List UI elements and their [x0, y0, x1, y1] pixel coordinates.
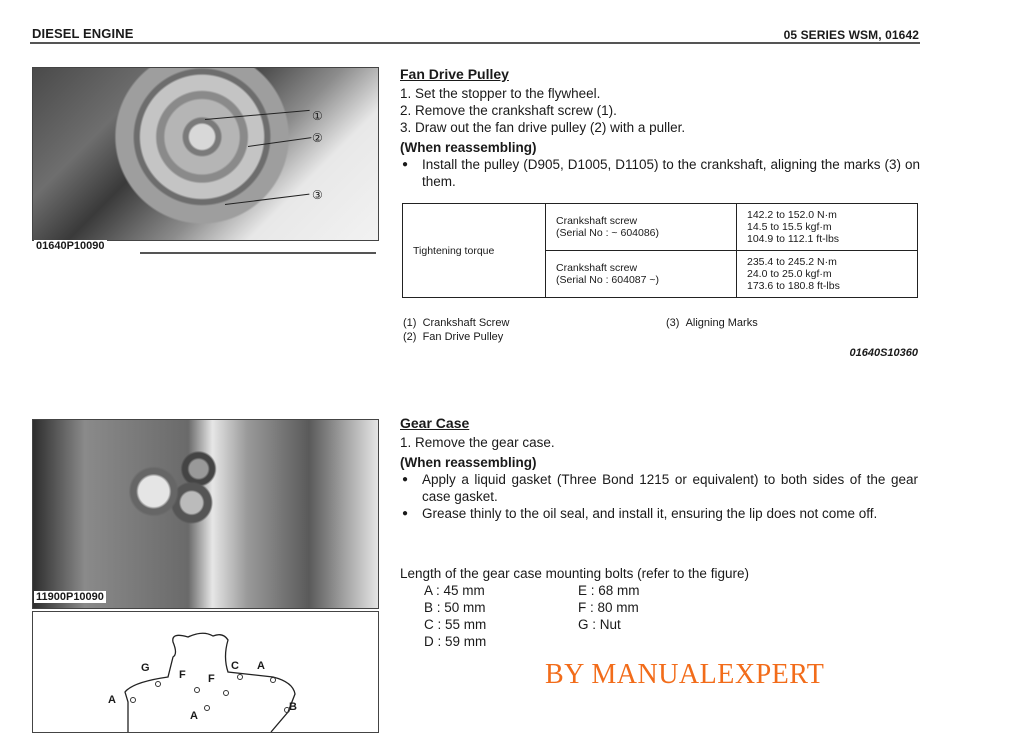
page-header-section-title: DIESEL ENGINE — [32, 26, 134, 41]
value-nm: 142.2 to 152.0 N·m — [747, 209, 837, 221]
legend-text: Aligning Marks — [685, 317, 758, 329]
gear-case-instructions: 1. Remove the gear case. (When reassembl… — [400, 434, 918, 522]
diagram-label-a: A — [257, 660, 265, 672]
legend-text: Fan Drive Pulley — [422, 331, 504, 343]
diagram-label-f: F — [179, 669, 186, 681]
table-row: Tightening torque Crankshaft screw (Seri… — [402, 203, 918, 298]
step-1: 1. Set the stopper to the flywheel. — [400, 86, 601, 101]
reassembly-bullet-1: Apply a liquid gasket (Three Bond 1215 o… — [400, 471, 918, 505]
item-serial: (Serial No : ~ 604086) — [556, 227, 660, 239]
value-ftlbs: 173.6 to 180.8 ft-lbs — [747, 280, 840, 292]
diagram-label-a: A — [190, 710, 198, 722]
value-nm: 235.4 to 245.2 N·m — [747, 256, 837, 268]
value-kgfm: 24.0 to 25.0 kgf·m — [747, 268, 832, 280]
section-title-gear-case: Gear Case — [400, 415, 470, 431]
item-serial: (Serial No : 604087 ~) — [556, 274, 660, 286]
step-2: 2. Remove the crankshaft screw (1). — [400, 103, 617, 118]
bolt-length-f: F : 80 mm — [578, 600, 639, 615]
photo-caption-gear-case: 11900P10090 — [34, 591, 106, 603]
bolt-lengths-right: E : 68 mm F : 80 mm G : Nut — [578, 582, 640, 633]
document-code: 01640S10360 — [849, 347, 918, 359]
reassembly-heading: (When reassembling) — [400, 140, 537, 155]
legend-num: (1) — [403, 317, 417, 329]
value-ftlbs: 104.9 to 112.1 ft-lbs — [747, 233, 840, 245]
gear-case-bolt-diagram: G F F C A A A B — [32, 611, 379, 733]
bolt-length-e: E : 68 mm — [578, 583, 640, 598]
gear-case-photo — [32, 419, 379, 609]
photo-caption-fan-pulley: 01640P10090 — [34, 240, 107, 252]
item-cell: Crankshaft screw (Serial No : ~ 604086) — [545, 203, 737, 251]
legend-item-3: (3) Aligning Marks — [666, 316, 758, 330]
diagram-label-a: A — [108, 694, 116, 706]
caption-rule — [140, 252, 376, 254]
legend-num: (2) — [403, 331, 417, 343]
legend-item-1: (1) Crankshaft Screw — [403, 316, 509, 330]
torque-label-cell: Tightening torque — [402, 203, 546, 298]
diagram-label-f: F — [208, 673, 215, 685]
fan-drive-pulley-photo — [32, 67, 379, 241]
bolt-length-g: G : Nut — [578, 617, 621, 632]
tightening-torque-table: Tightening torque Crankshaft screw (Seri… — [402, 203, 918, 298]
callout-2: ② — [312, 131, 323, 145]
reassembly-bullet-2: Grease thinly to the oil seal, and insta… — [400, 505, 918, 522]
fan-pulley-steps: 1. Set the stopper to the flywheel. 2. R… — [400, 85, 920, 190]
bolt-length-heading: Length of the gear case mounting bolts (… — [400, 566, 749, 581]
bolt-length-d: D : 59 mm — [424, 634, 487, 649]
callout-1: ① — [312, 109, 323, 123]
bolt-length-a: A : 45 mm — [424, 583, 485, 598]
callout-3: ③ — [312, 188, 323, 202]
value-cell: 142.2 to 152.0 N·m 14.5 to 15.5 kgf·m 10… — [736, 203, 918, 251]
legend-text: Crankshaft Screw — [422, 317, 510, 329]
diagram-label-g: G — [141, 662, 150, 674]
section-title-fan-drive-pulley: Fan Drive Pulley — [400, 66, 509, 82]
header-divider — [30, 42, 920, 44]
item-name: Crankshaft screw — [556, 215, 638, 227]
bolt-length-c: C : 55 mm — [424, 617, 487, 632]
value-cell: 235.4 to 245.2 N·m 24.0 to 25.0 kgf·m 17… — [736, 250, 918, 298]
legend-num: (3) — [666, 317, 680, 329]
item-cell: Crankshaft screw (Serial No : 604087 ~) — [545, 250, 737, 298]
step-1: 1. Remove the gear case. — [400, 435, 555, 450]
table-row: Crankshaft screw (Serial No : 604087 ~) … — [403, 250, 918, 298]
page-header-manual-id: 05 SERIES WSM, 01642 — [783, 28, 919, 42]
step-3: 3. Draw out the fan drive pulley (2) wit… — [400, 120, 686, 135]
diagram-label-c: C — [231, 660, 239, 672]
reassembly-bullet-1: Install the pulley (D905, D1005, D1105) … — [400, 156, 920, 190]
bolt-length-b: B : 50 mm — [424, 600, 486, 615]
legend-item-2: (2) Fan Drive Pulley — [403, 330, 503, 344]
item-name: Crankshaft screw — [556, 262, 638, 274]
reassembly-heading: (When reassembling) — [400, 455, 537, 470]
bolt-lengths-left: A : 45 mm B : 50 mm C : 55 mm D : 59 mm — [424, 582, 486, 650]
watermark-text: BY MANUALEXPERT — [545, 659, 825, 690]
diagram-label-b: B — [289, 701, 297, 713]
gear-case-outline — [124, 632, 296, 733]
value-kgfm: 14.5 to 15.5 kgf·m — [747, 221, 832, 233]
